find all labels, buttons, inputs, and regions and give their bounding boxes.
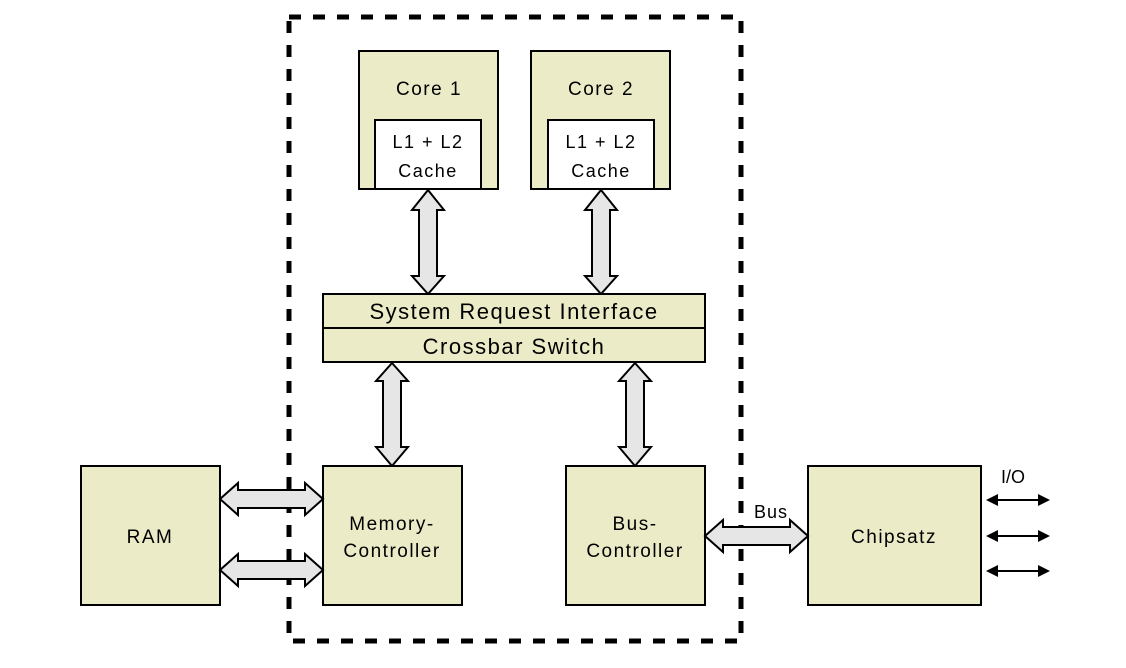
core-1: Core 1 L1 + L2 Cache (358, 50, 499, 190)
sri-crossbar: System Request Interface Crossbar Switch (322, 293, 706, 363)
core-1-cache-line2: Cache (398, 161, 458, 181)
system-request-interface-box (322, 293, 706, 329)
core-1-label: Core 1 (396, 79, 462, 100)
memory-controller-line1: Memory- (349, 514, 434, 535)
bus-controller-line1: Bus- (612, 514, 657, 535)
ram: RAM (80, 465, 221, 606)
arrow-bus (703, 517, 810, 555)
memory-controller: Memory- Controller (322, 465, 463, 606)
arrow-ram-memctrl-bottom (218, 551, 325, 589)
arrow-crossbar-memctrl (373, 361, 411, 468)
core-1-cache-box (374, 119, 482, 190)
core-2-label: Core 2 (568, 79, 634, 100)
crossbar-switch-label: Crossbar Switch (423, 334, 606, 359)
core-1-cache-line1: L1 + L2 (392, 132, 463, 152)
core-2: Core 2 L1 + L2 Cache (530, 50, 671, 190)
memory-controller-line2: Controller (343, 541, 440, 562)
cpu-boundary (286, 14, 744, 644)
chipset-label: Chipsatz (851, 527, 937, 548)
ram-box (80, 465, 221, 606)
memory-controller-box (322, 465, 463, 606)
chipset-box (807, 465, 982, 606)
arrow-crossbar-busctrl (616, 361, 654, 468)
system-request-interface-label: System Request Interface (369, 299, 658, 324)
crossbar-switch-box (322, 327, 706, 363)
core-2-cache-line1: L1 + L2 (565, 132, 636, 152)
arrow-ram-memctrl-top (218, 480, 325, 518)
bus-label: Bus (754, 502, 788, 522)
bus-controller-box (565, 465, 706, 606)
core-2-cache-line2: Cache (571, 161, 631, 181)
arrow-core2-sri (582, 188, 620, 296)
io-arrow-2 (986, 530, 1050, 542)
arrow-core1-sri (409, 188, 447, 296)
bus-controller-line2: Controller (586, 541, 683, 562)
io-label: I/O (1001, 467, 1025, 487)
chipset: Chipsatz (807, 465, 982, 606)
io-arrow-3 (986, 565, 1050, 577)
core-2-cache-box (547, 119, 655, 190)
ram-label: RAM (127, 527, 174, 548)
bus-controller: Bus- Controller (565, 465, 706, 606)
io-arrow-1 (986, 494, 1050, 506)
